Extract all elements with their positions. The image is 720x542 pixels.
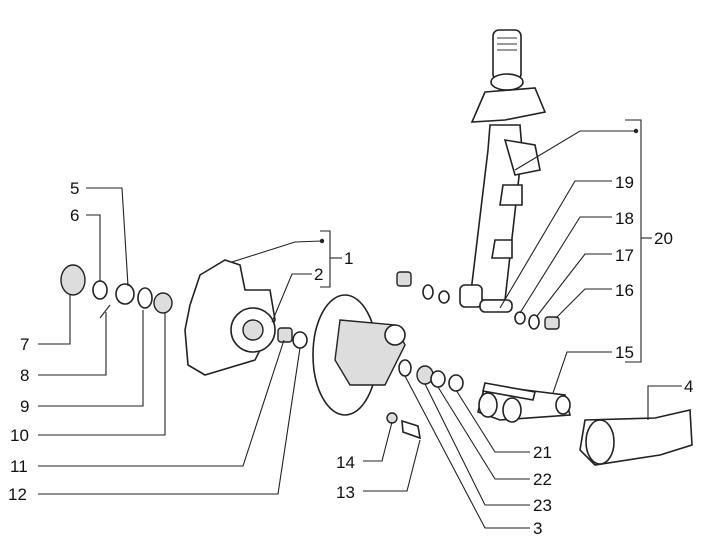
- callout-1: 1: [344, 249, 353, 268]
- callout-18: 18: [615, 209, 634, 228]
- callout-20: 20: [654, 229, 673, 248]
- callout-labels: 5 6 7 8 9 10 11 12 1 2 14 13 19 18 17 16…: [8, 173, 693, 538]
- callout-7: 7: [20, 335, 29, 354]
- callout-5: 5: [70, 179, 79, 198]
- brake-disc-and-caliper: [312, 294, 406, 416]
- callout-21: 21: [533, 443, 552, 462]
- callout-11: 11: [10, 457, 28, 476]
- callout-9: 9: [20, 397, 29, 416]
- swing-link: [477, 382, 572, 423]
- callout-14: 14: [336, 453, 355, 472]
- callout-10: 10: [10, 426, 29, 445]
- callout-8: 8: [20, 366, 29, 385]
- leader-lines: [38, 119, 682, 529]
- callout-17: 17: [615, 246, 634, 265]
- callout-13: 13: [336, 483, 355, 502]
- callout-3: 3: [533, 519, 542, 538]
- callout-16: 16: [615, 281, 634, 300]
- callout-2: 2: [314, 265, 323, 284]
- callout-15: 15: [615, 343, 634, 362]
- hub-housing: [184, 259, 276, 376]
- small-hardware: [60, 264, 560, 440]
- callout-22: 22: [533, 470, 552, 489]
- steering-tube: [459, 29, 547, 313]
- callout-4: 4: [684, 377, 693, 396]
- callout-6: 6: [70, 206, 79, 225]
- protective-cover: [579, 409, 693, 466]
- callout-12: 12: [8, 485, 27, 504]
- callout-19: 19: [615, 173, 634, 192]
- callout-23: 23: [533, 496, 552, 515]
